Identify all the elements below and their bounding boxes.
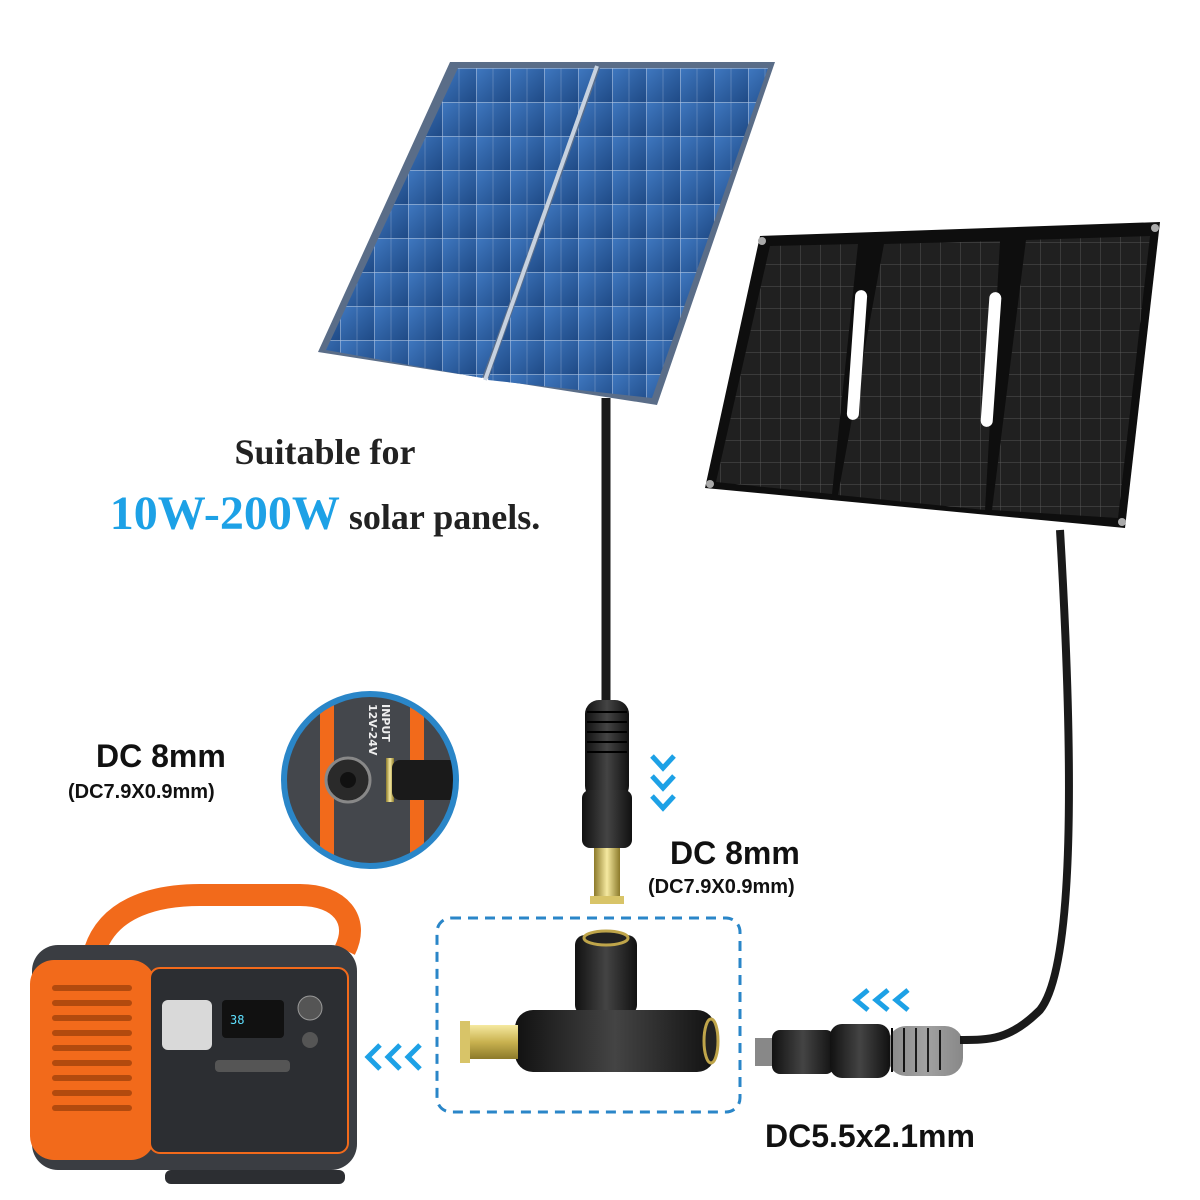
- chevrons-down: [650, 754, 676, 812]
- chevrons-left-right: [852, 988, 910, 1012]
- headline-line1: Suitable for: [234, 432, 416, 472]
- blue-solar-panel: [318, 62, 775, 405]
- dc5521-label: DC5.5x2.1mm: [765, 1118, 975, 1154]
- center-dc8mm-sub-label: (DC7.9X0.9mm): [648, 876, 795, 898]
- center-dc8mm-label: DC 8mm: [670, 835, 800, 871]
- black-solar-panel: [705, 222, 1160, 528]
- headline-line2: 10W-200W solar panels.: [0, 478, 650, 553]
- port-label: INPUT 12V-24V: [366, 704, 392, 755]
- svg-text:38: 38: [230, 1013, 244, 1027]
- headline: Suitable for 10W-200W solar panels.: [0, 428, 650, 553]
- left-dc8mm-sub-label: (DC7.9X0.9mm): [68, 781, 215, 803]
- headline-rest: solar panels.: [348, 497, 541, 537]
- chevrons-left-station: [364, 1043, 422, 1071]
- black-panel-cable: [959, 529, 1073, 1044]
- power-range: 10W-200W: [109, 487, 340, 540]
- dc8mm-plug-vertical: [582, 700, 632, 904]
- port-label-line2: 12V-24V: [366, 704, 379, 756]
- t-adapter: [460, 929, 720, 1072]
- left-dc8mm-label: DC 8mm: [96, 738, 226, 774]
- port-label-line1: INPUT: [379, 704, 392, 742]
- dc5521-plug: [755, 1024, 963, 1078]
- port-inset: [281, 691, 459, 869]
- adapter-highlight-box: [435, 916, 742, 1114]
- power-station: 38: [30, 884, 361, 1184]
